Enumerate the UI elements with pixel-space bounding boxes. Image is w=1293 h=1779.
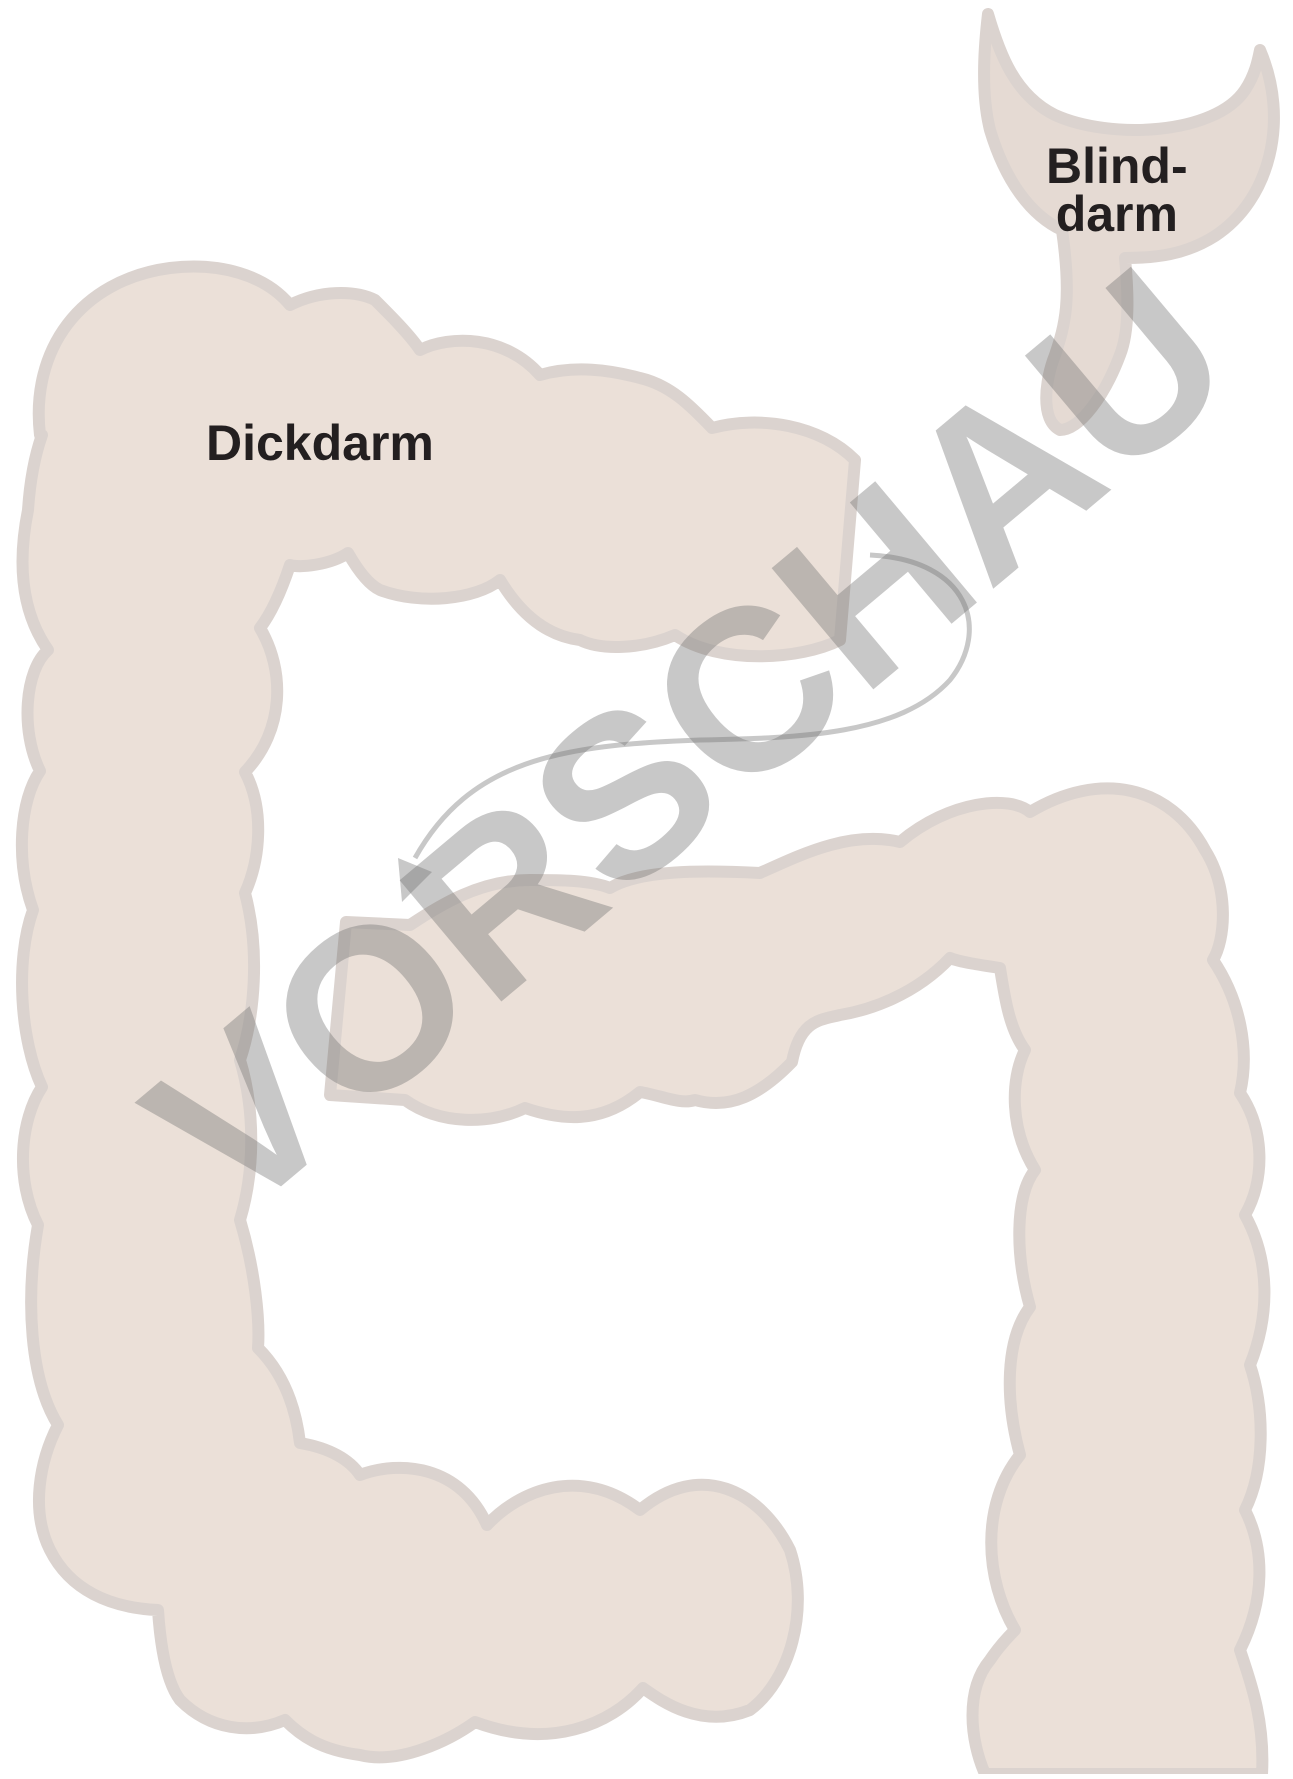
label-blinddarm-line1: Blind- [1046,142,1188,190]
label-blinddarm-line2: darm [1046,190,1188,238]
label-blinddarm: Blind- darm [1046,142,1188,238]
label-dickdarm: Dickdarm [206,418,434,468]
